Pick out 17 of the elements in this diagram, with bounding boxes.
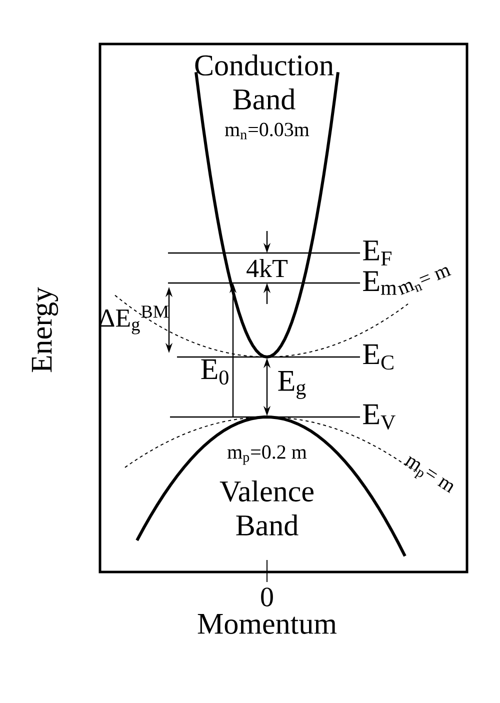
level-label: E$_{C}$ — [363, 344, 394, 370]
band-label: Conduction Band — [195, 54, 334, 110]
energy-label: E$_{g}$ — [278, 371, 306, 399]
level-label: E$_{m}$ — [363, 271, 397, 295]
gap-label: 4kT — [246, 258, 288, 278]
mass-label: m$_{p}$= m — [404, 456, 454, 494]
axis-label: Energy — [32, 287, 58, 372]
band-label: Valence Band — [220, 480, 314, 536]
energy-label: E$_{0}$ — [201, 359, 228, 385]
level-label: E$_{V}$ — [363, 404, 396, 430]
shift-label: ΔE$_{g}$BM — [99, 306, 168, 334]
level-label: E$_{F}$ — [363, 240, 392, 266]
mass-label: m$_{n}$=0.03m — [224, 122, 310, 140]
mass-label: m$_{n}$= m — [398, 267, 452, 296]
tick-label: 0 — [261, 588, 273, 606]
mass-label: m$_{p}$=0.2 m — [227, 445, 307, 465]
axis-label: Momentum — [198, 614, 337, 634]
